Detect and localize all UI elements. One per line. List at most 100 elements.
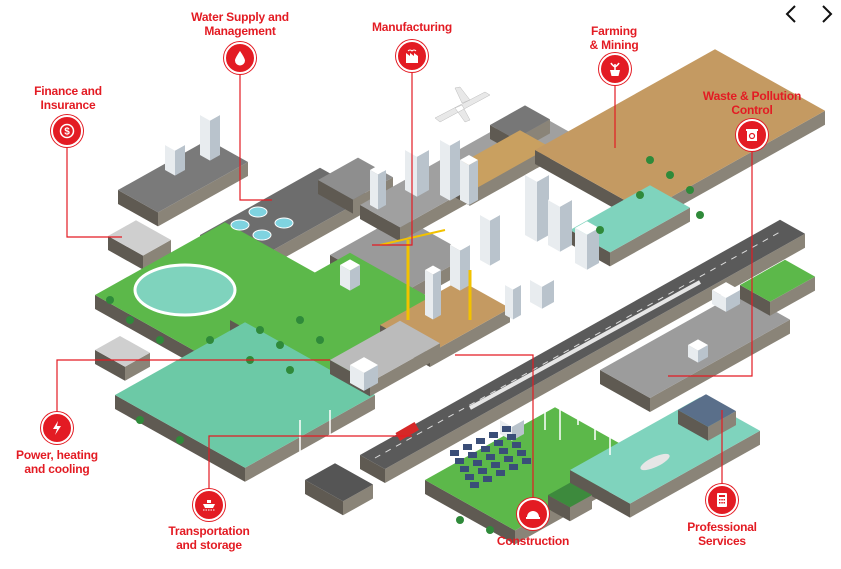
building [350,357,378,391]
leader-waste [668,149,753,377]
solar-panel [504,456,513,462]
tree [316,336,324,344]
label-construction[interactable]: Construction [497,534,569,548]
label-line: Transportation [168,524,250,538]
chevron-left-icon [785,5,796,23]
leader-power [56,359,330,414]
tree [646,156,654,164]
building [440,134,460,201]
leader-transport [208,435,412,491]
building [200,109,220,161]
tree [276,341,284,349]
label-line: Construction [496,534,570,548]
label-line: and cooling [24,462,90,476]
building [340,259,360,291]
label-manufacturing[interactable]: Manufacturing [372,20,452,34]
tree [256,326,264,334]
building [688,339,708,363]
pin-construction[interactable] [517,498,549,530]
tree [686,186,694,194]
solar-panel [483,476,492,482]
tile-farm-mine [535,49,825,226]
label-line: and storage [176,538,242,552]
water-tank [248,206,268,218]
label-line: Manufacturing [371,20,453,34]
solar-panel [463,444,472,450]
factory-icon [406,49,418,63]
tree [176,436,184,444]
dollar-coin-icon: $ [59,123,75,139]
plant-icon [610,62,620,76]
solar-panel [473,460,482,466]
pin-power[interactable] [41,412,73,444]
building [575,221,599,270]
solar-panel [499,448,508,454]
label-line: Finance and [34,84,102,98]
building [425,265,441,320]
chevron-right-icon [822,5,833,23]
pin-professional[interactable] [706,484,738,516]
water-tank [252,229,272,241]
tree [296,316,304,324]
label-line: Management [204,24,276,38]
building [460,154,478,206]
tree [206,336,214,344]
solar-panel [507,434,516,440]
lane-marking [374,231,781,459]
building [548,193,572,252]
water-tank [230,219,250,231]
tree [596,226,604,234]
tree [696,211,704,219]
next-arrow-button[interactable] [816,2,838,26]
svg-text:$: $ [64,127,70,138]
solar-panel [512,442,521,448]
solar-panel [470,482,479,488]
pin-manufacturing[interactable] [396,40,428,72]
pin-waste[interactable] [736,119,768,151]
pin-finance[interactable]: $ [51,115,83,147]
tile-charging [305,463,373,516]
solar-panel [465,474,474,480]
leader-manufacturing [372,70,413,246]
solar-panel [509,464,518,470]
solar-panel [491,462,500,468]
solar-panel [450,450,459,456]
pin-water[interactable] [224,42,256,74]
building [525,168,549,242]
label-line: & Mining [589,38,639,52]
ship-icon [203,500,215,511]
tree [286,366,294,374]
building [450,239,470,291]
tree [136,416,144,424]
leader-finance [66,145,122,238]
leader-water [239,72,272,201]
water-drop-icon [235,51,245,66]
solar-panel [522,458,531,464]
pin-transport[interactable] [193,489,225,521]
label-line: Waste & Pollution [702,89,802,103]
building [405,143,429,197]
tile-antenna [740,259,815,316]
tree [636,191,644,199]
tree [156,336,164,344]
pin-farming[interactable] [599,53,631,85]
ship [640,453,670,471]
building [712,282,740,312]
previous-arrow-button[interactable] [780,2,802,26]
label-farming[interactable]: Farming& Mining [589,24,638,52]
tile-power-small [95,336,150,381]
water-tank [274,217,294,229]
calculator-icon [717,493,727,507]
solar-panel [517,450,526,456]
solar-panel [468,452,477,458]
solar-panel [489,432,498,438]
solar-panel [502,426,511,432]
building [505,280,521,320]
label-line: Control [731,103,773,117]
